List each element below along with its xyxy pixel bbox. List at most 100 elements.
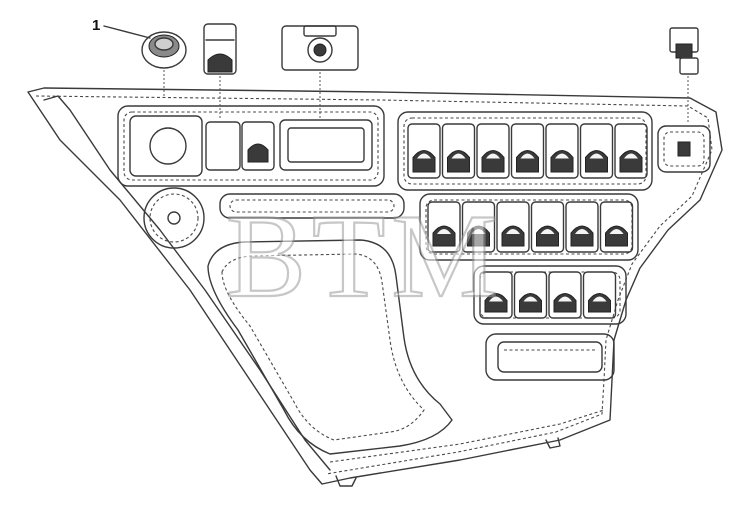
rocker-switch-body [476,123,510,179]
rocker-switch-body [496,201,530,253]
tray-frame [485,333,615,381]
rocker-switch-highlight [624,153,638,159]
part-3-display-module [281,25,359,118]
rocker-switch-row2-1 [427,201,461,253]
rocker-switch-body [614,123,648,179]
rocker-switch-body [545,123,579,179]
blank-plug [149,127,187,165]
tray-opening [497,341,603,373]
rocker-switch-cap [536,225,559,247]
lower-left-controls [143,187,405,249]
rocker-switch-body [582,271,617,319]
display-bezel [279,119,373,171]
rocker-switch-body [407,123,441,179]
rocker-switch-row3-3 [548,271,582,319]
rocker-switch-row3-1 [479,271,513,319]
rocker-switch-highlight [489,296,503,302]
rocker-switch-row2-6 [599,201,634,253]
switch-bank-frame-inner [403,117,647,185]
rocker-switch-cap [605,225,628,247]
rocker-switch-body [565,201,599,253]
rocker-switch-cap [447,149,470,173]
rocker-switch-highlight [451,153,466,159]
panel-lower-lip [329,409,605,463]
part-4-connector [669,27,699,124]
rocker-switch-cap [481,149,505,173]
blank-plug-bezel [129,115,203,177]
rocker-switch-body [510,123,545,179]
rocker-switch-b-cap [247,143,269,163]
rocker-switch-row1-3 [476,123,510,179]
rocker-switch-highlight [471,229,486,234]
rocker-switch-body [513,271,548,319]
upper-left-module [117,105,385,187]
rocker-switch-cap [432,225,456,247]
rocker-switch-cap [519,293,542,313]
exploded-parts [141,23,699,124]
rocker-switch-row2-2 [461,201,496,253]
rocker-switch-highlight [523,296,538,302]
rocker-switch-row1-4 [510,123,545,179]
rocker-switch-row3-2 [513,271,548,319]
callout-1-label: 1 [92,17,100,34]
rocker-switch-b [241,121,275,171]
storage-slot-frame [219,193,405,219]
rocker-switch-cap [412,149,436,173]
rocker-switch-highlight [506,229,520,234]
module-frame-inner [123,111,379,181]
rocker-switch-cap [553,293,577,313]
rocker-switch-body [599,201,634,253]
rocker-switch-body [441,123,476,179]
rocker-switch-cap [501,225,525,247]
panel-outer-edge [27,87,723,485]
shift-opening-inner [221,253,425,441]
rotary-knob-outer [143,187,205,249]
rocker-switch-highlight [437,229,451,234]
rocker-switch-cap [619,149,643,173]
indicator-lamp [677,141,691,157]
display-window [287,127,365,163]
switch-bank-2-frame [419,193,639,261]
rocker-switch-row1-6 [579,123,614,179]
panel-outer-dashed-edge [35,95,713,475]
shift-opening-outer [207,239,453,455]
part-2-rocker-switch [203,23,237,118]
rocker-switch-highlight [575,229,589,234]
rocker-switch-cap [467,225,490,247]
part-1-round-plug [141,31,187,98]
rocker-switch-row2-5 [565,201,599,253]
indicator-bezel-inner [663,131,705,167]
rocker-switch-cap [550,149,574,173]
callout-1-leader [103,25,151,39]
rocker-switch-row2-3 [496,201,530,253]
switch-array [407,123,648,319]
rocker-switch-cap [570,225,594,247]
rocker-switch-row1-2 [441,123,476,179]
rocker-switch-highlight [520,153,535,159]
rocker-switch-row1-1 [407,123,441,179]
panel-body [27,87,723,487]
rocker-switch-highlight [555,153,569,159]
rocker-switch-highlight [589,153,604,159]
rocker-switch-a [205,121,241,171]
rocker-switch-cap [588,293,611,313]
watermark-text: BTM [226,189,504,322]
callout-1: 1 [92,17,151,39]
lower-tray [485,333,615,381]
rocker-switch-body [427,201,461,253]
switch-bank-row-1 [397,111,653,191]
rocker-switch-cap [585,149,608,173]
panel-bottom-tab-2 [545,437,561,449]
shift-opening [207,239,453,455]
rocker-switch-highlight [558,296,572,302]
rocker-switch-row2-4 [530,201,565,253]
rocker-switch-highlight [417,153,431,159]
rocker-switch-row3-4 [582,271,617,319]
rocker-switch-row1-7 [614,123,648,179]
module-frame [117,105,385,187]
switch-bank-frame [397,111,653,191]
rotary-knob-center [167,211,181,225]
switch-bank-3-frame [473,265,627,325]
